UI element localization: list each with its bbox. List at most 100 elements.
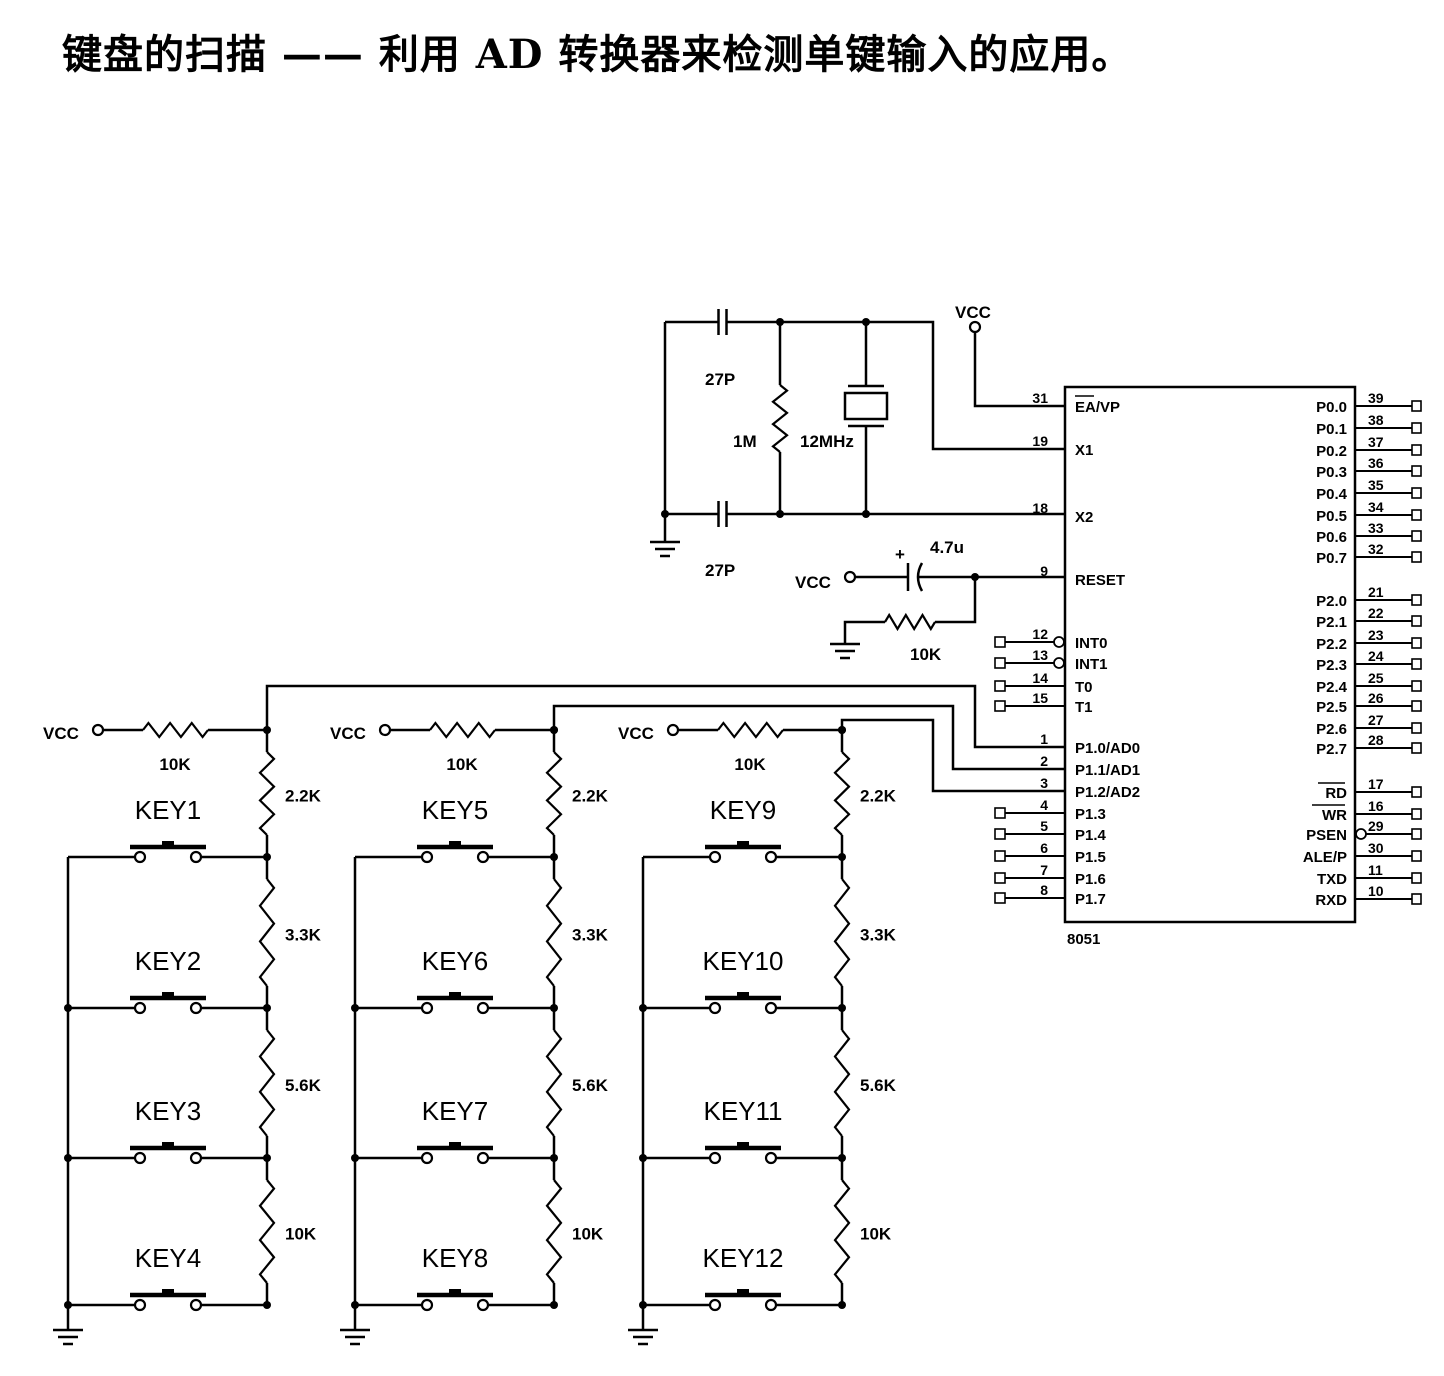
chip-pin-name: WR (1322, 807, 1347, 824)
nc-terminal-icon (1411, 594, 1422, 606)
key-switch (417, 1289, 493, 1312)
ladder-resistor (833, 751, 851, 836)
key-plunger (449, 841, 461, 847)
vcc-terminal-icon (91, 723, 105, 737)
chip-pin-number: 39 (1368, 390, 1384, 406)
ladder-resistor-label: 10K (285, 1225, 317, 1244)
key-switch (705, 992, 781, 1015)
chip-pin-number: 3 (1040, 775, 1048, 791)
ladder-resistor (833, 878, 851, 987)
reset-resistor (884, 612, 936, 632)
key-switch (130, 1289, 206, 1312)
ladder-resistor (833, 1029, 851, 1137)
junction-dot (550, 726, 558, 734)
vcc-label: VCC (43, 724, 79, 743)
chip-pin-name: P0.6 (1316, 529, 1347, 546)
key-contact-icon (133, 850, 147, 864)
key-plunger (162, 1289, 174, 1295)
inverted-input-bubble (1053, 636, 1065, 648)
key-switch (417, 992, 493, 1015)
nc-terminal-icon (1411, 422, 1422, 434)
ladder-resistor (545, 878, 563, 987)
chip-pin-name: P2.3 (1316, 657, 1347, 674)
osc-cap-top-label: 27P (705, 370, 735, 389)
junction-dot (862, 510, 870, 518)
chip-pin-number: 27 (1368, 712, 1384, 728)
chip-pin-number: 13 (1032, 647, 1048, 663)
crystal-label: 12MHz (800, 432, 854, 451)
nc-terminal-icon (994, 700, 1006, 712)
ladder-resistor (258, 1029, 276, 1137)
key-plunger (737, 992, 749, 998)
key-contact-icon (189, 1001, 203, 1015)
chip-pin-number: 31 (1032, 390, 1048, 406)
chip-pin-name: INT0 (1075, 635, 1108, 652)
pullup-resistor-label: 10K (734, 755, 766, 774)
nc-terminal-icon (1411, 872, 1422, 884)
key-plunger (449, 1289, 461, 1295)
chip-pin-name: P1.7 (1075, 891, 1106, 908)
ladder-resistor (833, 1179, 851, 1284)
key-contact-icon (420, 1151, 434, 1165)
ladder-resistor-label: 5.6K (572, 1076, 609, 1095)
junction-dot (263, 853, 271, 861)
nc-terminal-icon (1411, 808, 1422, 820)
chip-pin-name: P2.2 (1316, 636, 1347, 653)
feedback-resistor-label: 1M (733, 432, 757, 451)
key-contact-icon (133, 1298, 147, 1312)
nc-terminal-icon (1411, 637, 1422, 649)
key-label: KEY3 (135, 1096, 202, 1126)
nc-terminal-icon (1411, 850, 1422, 862)
chip-pin-name: P1.2/AD2 (1075, 784, 1140, 801)
key-contact-icon (708, 1298, 722, 1312)
junction-dot (263, 1154, 271, 1162)
junction-dot (263, 1301, 271, 1309)
key-switch (705, 1142, 781, 1165)
vcc-label: VCC (330, 724, 366, 743)
nc-terminal-icon (1411, 786, 1422, 798)
key-contact-icon (133, 1001, 147, 1015)
ladder-resistor-label: 5.6K (860, 1076, 897, 1095)
chip-pin-number: 22 (1368, 605, 1384, 621)
key-label: KEY7 (422, 1096, 489, 1126)
osc-cap-bottom-label: 27P (705, 561, 735, 580)
key-switch (417, 1142, 493, 1165)
junction-dot (661, 510, 669, 518)
chip-pin-number: 29 (1368, 818, 1384, 834)
junction-dot (838, 726, 846, 734)
nc-terminal-icon (1411, 487, 1422, 499)
chip-pin-name: TXD (1317, 871, 1347, 888)
chip-pin-name: P2.5 (1316, 699, 1347, 716)
chip-pin-name: P0.3 (1316, 464, 1347, 481)
chip-pin-name: P1.3 (1075, 806, 1106, 823)
chip-pin-name: RD (1325, 785, 1347, 802)
key-contact-icon (476, 1001, 490, 1015)
reset-resistor-label: 10K (910, 645, 942, 664)
key-contact-icon (476, 850, 490, 864)
chip-pin-name: P2.0 (1316, 593, 1347, 610)
reset-vcc-terminal-icon (843, 570, 857, 584)
nc-terminal-icon (994, 657, 1006, 669)
key-contact-icon (189, 1298, 203, 1312)
chip-pin-number: 30 (1368, 840, 1384, 856)
ea-vcc-wire (973, 332, 1065, 408)
key-label: KEY10 (703, 946, 784, 976)
key-label: KEY12 (703, 1243, 784, 1273)
key-contact-icon (708, 1001, 722, 1015)
key-contact-icon (420, 850, 434, 864)
key-label: KEY8 (422, 1243, 489, 1273)
chip-pin-name: P0.2 (1316, 443, 1347, 460)
chip-pin-name: X2 (1075, 509, 1093, 526)
nc-terminal-icon (1411, 444, 1422, 456)
nc-terminal-icon (1411, 465, 1422, 477)
chip-pin-name: P0.4 (1316, 486, 1348, 503)
key-plunger (737, 1289, 749, 1295)
key-plunger (737, 841, 749, 847)
ladder-resistor-label: 2.2K (860, 787, 897, 806)
key-label: KEY6 (422, 946, 489, 976)
ladder-resistor (545, 751, 563, 836)
chip-pin-number: 38 (1368, 412, 1384, 428)
chip-pin-number: 24 (1368, 648, 1384, 664)
key-plunger (162, 992, 174, 998)
